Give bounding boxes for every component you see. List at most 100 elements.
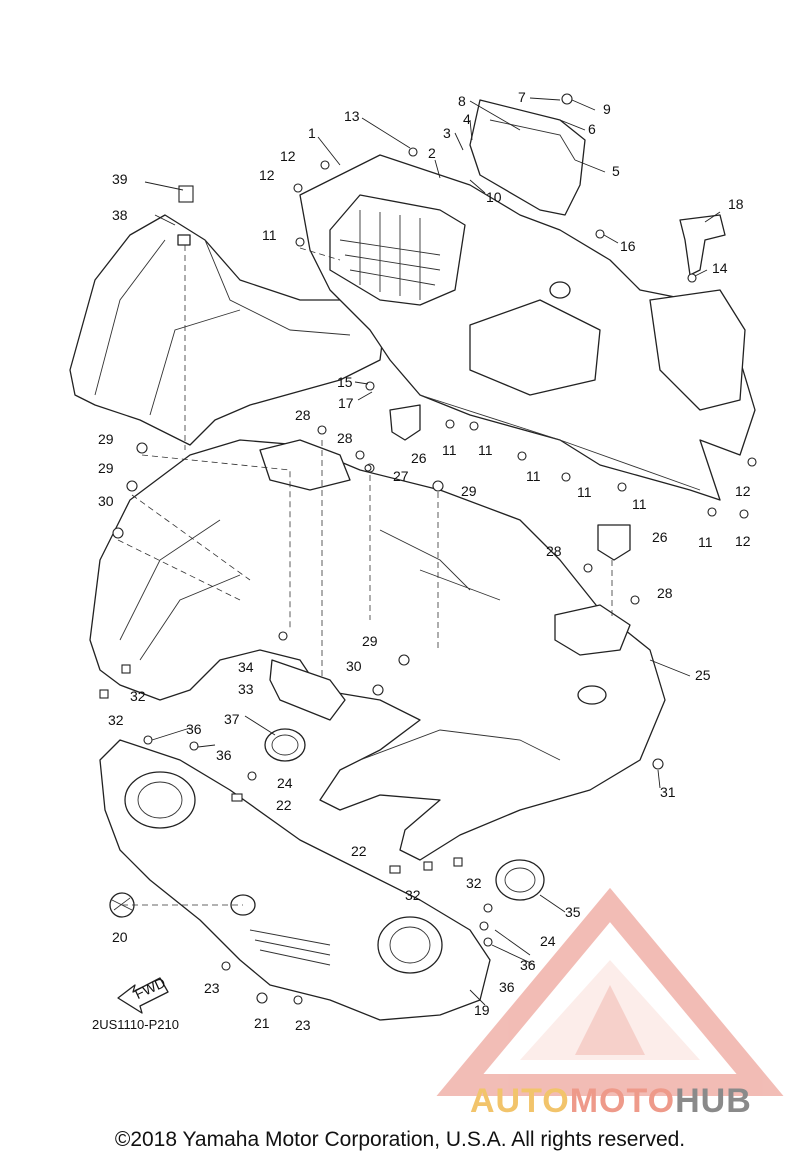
callout-19: 19: [474, 1002, 490, 1018]
callout-29b: 29: [98, 460, 114, 476]
fastener-screw-icon: [389, 865, 401, 874]
callout-11f: 11: [632, 496, 647, 512]
fasteners: [99, 93, 757, 1005]
fastener-screw-icon: [231, 793, 243, 802]
fastener-screw-icon: [561, 472, 571, 482]
fastener-screw-icon: [483, 903, 493, 913]
callout-23a: 23: [204, 980, 220, 996]
fastener-screw-icon: [293, 183, 303, 193]
fastener-screw-icon: [295, 237, 305, 247]
callout-12d: 12: [735, 533, 751, 549]
callout-30a: 30: [98, 493, 114, 509]
fwd-arrow-icon: FWD: [117, 974, 169, 1014]
callout-6: 6: [588, 121, 596, 137]
fastener-screw-icon: [707, 507, 717, 517]
callout-2: 2: [428, 145, 436, 161]
fastener-screw-icon: [479, 921, 489, 931]
callout-27: 27: [393, 468, 409, 484]
callout-11a: 11: [262, 227, 277, 243]
callout-7: 7: [518, 89, 526, 105]
fastener-screw-icon: [221, 961, 231, 971]
fastener-screw-icon: [365, 381, 375, 391]
fastener-screw-icon: [364, 464, 372, 472]
callout-29d: 29: [362, 633, 378, 649]
fastener-screw-icon: [595, 229, 605, 239]
cup-holder-26-upper: [389, 404, 421, 441]
watermark-moto: MOTO: [569, 1082, 676, 1120]
callout-26a: 26: [411, 450, 427, 466]
callout-18: 18: [728, 196, 744, 212]
callout-30b: 30: [346, 658, 362, 674]
callout-24a: 24: [277, 775, 293, 791]
fastener-screw-icon: [445, 419, 455, 429]
callout-32b: 32: [108, 712, 124, 728]
callout-31: 31: [660, 784, 676, 800]
assembly-lines: [117, 245, 613, 906]
front-fender-body: [89, 439, 666, 861]
leader-lines: [144, 97, 721, 1006]
small-bracket-part: [269, 659, 346, 721]
fastener-screw-icon: [247, 771, 257, 781]
watermark-text: AUTOMOTOHUB: [470, 1082, 752, 1121]
fastener-screw-icon: [398, 654, 410, 666]
fastener-screw-icon: [278, 631, 288, 641]
copyright-notice: ©2018 Yamaha Motor Corporation, U.S.A. A…: [114, 1128, 686, 1151]
callout-35: 35: [565, 904, 581, 920]
callout-36b: 36: [216, 747, 232, 763]
callout-32c: 32: [405, 887, 421, 903]
callout-13: 13: [344, 108, 360, 124]
light-ring-37: [264, 728, 306, 762]
callout-37: 37: [224, 711, 240, 727]
callout-28c: 28: [546, 543, 562, 559]
callout-labels: 1 2 3 4 5 6 7 8 9 10 11 12 12 13 14 15 1…: [98, 89, 751, 1033]
fastener-screw-icon: [408, 147, 418, 157]
fastener-screw-icon: [136, 442, 148, 454]
fastener-screw-icon: [143, 735, 153, 745]
callout-12b: 12: [259, 167, 275, 183]
callout-11g: 11: [698, 534, 713, 550]
callout-38: 38: [112, 207, 128, 223]
fastener-screw-icon: [189, 741, 199, 751]
fastener-screw-icon: [355, 450, 365, 460]
fastener-screw-icon: [561, 93, 573, 105]
callout-22b: 22: [351, 843, 367, 859]
callout-32d: 32: [466, 875, 482, 891]
fastener-screw-icon: [178, 185, 194, 203]
small-cover-part: [469, 99, 586, 216]
callout-36c: 36: [520, 957, 536, 973]
fastener-screw-icon: [372, 684, 384, 696]
rear-inner-panel: [299, 154, 756, 501]
callout-32a: 32: [130, 688, 146, 704]
callout-11d: 11: [526, 468, 541, 484]
callout-33: 33: [238, 681, 254, 697]
callout-11e: 11: [577, 484, 592, 500]
callout-22a: 22: [276, 797, 292, 813]
callout-9: 9: [603, 101, 611, 117]
fastener-screw-icon: [747, 457, 757, 467]
right-bracket-part: [679, 214, 726, 276]
callout-26b: 26: [652, 529, 668, 545]
callout-16: 16: [620, 238, 636, 254]
callout-39: 39: [112, 171, 128, 187]
fastener-screw-icon: [256, 992, 268, 1004]
callout-12a: 12: [280, 148, 296, 164]
watermark-hub: HUB: [675, 1082, 752, 1120]
callout-21: 21: [254, 1015, 270, 1031]
watermark-logo: [436, 887, 784, 1096]
callout-29a: 29: [98, 431, 114, 447]
callout-23b: 23: [295, 1017, 311, 1033]
callout-10: 10: [486, 189, 502, 205]
fastener-screw-icon: [317, 425, 327, 435]
fastener-screw-icon: [583, 563, 593, 573]
callout-20: 20: [112, 929, 128, 945]
callout-25: 25: [695, 667, 711, 683]
callout-1: 1: [308, 125, 316, 141]
callout-29c: 29: [461, 483, 477, 499]
drawing-code: 2US1110-P210: [92, 1017, 179, 1032]
callout-12c: 12: [735, 483, 751, 499]
callout-17: 17: [338, 395, 354, 411]
callout-28b: 28: [337, 430, 353, 446]
fastener-screw-icon: [423, 861, 433, 871]
fastener-screw-icon: [483, 937, 493, 947]
